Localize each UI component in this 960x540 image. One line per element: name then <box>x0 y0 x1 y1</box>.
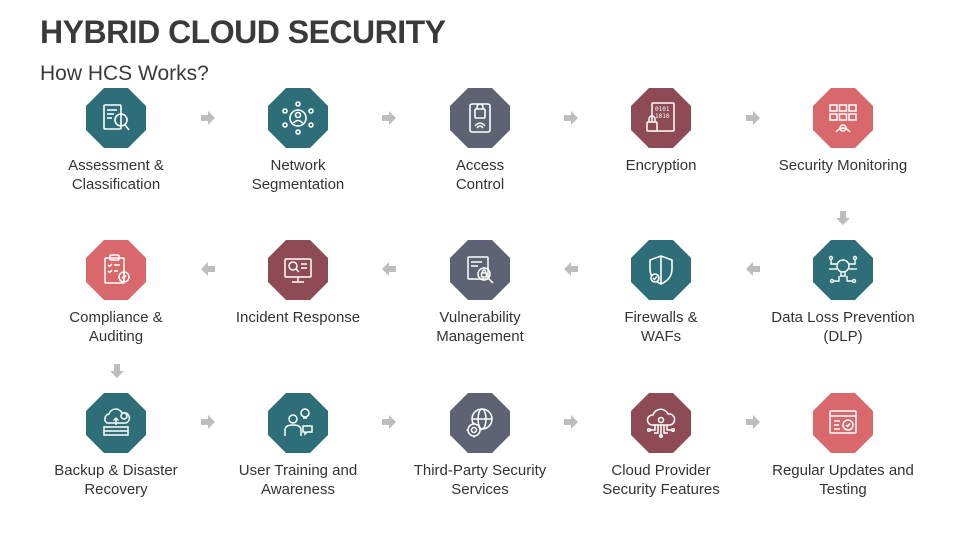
step-incident-response: Incident Response <box>213 240 383 327</box>
step-label: User Training and Awareness <box>238 462 358 498</box>
step-label: Access Control <box>455 157 505 193</box>
step-label: Regular Updates and Testing <box>772 462 914 498</box>
step-backup-disaster-recovery: Backup & Disaster Recovery <box>31 393 201 499</box>
step-label: Firewalls & WAFs <box>624 309 698 345</box>
step-security-monitoring: Security Monitoring <box>758 88 928 175</box>
step-label: Vulnerability Management <box>436 309 524 345</box>
arrow-right-icon <box>200 414 216 430</box>
step-user-training-awareness: User Training and Awareness <box>213 393 383 499</box>
cloud-backup-icon <box>86 393 146 453</box>
circuit-bulb-icon <box>813 240 873 300</box>
step-regular-updates-testing: Regular Updates and Testing <box>758 393 928 499</box>
step-firewalls-wafs: Firewalls & WAFs <box>576 240 746 346</box>
step-cloud-provider-security-features: Cloud Provider Security Features <box>576 393 746 499</box>
svg-text:1010: 1010 <box>655 113 670 120</box>
step-label: Incident Response <box>235 309 361 326</box>
step-assessment-classification: Assessment & Classification <box>31 88 201 194</box>
arrow-left-icon <box>200 261 216 277</box>
document-magnifier-icon <box>86 88 146 148</box>
step-label: Compliance & Auditing <box>69 309 163 345</box>
step-third-party-security-services: Third-Party Security Services <box>395 393 565 499</box>
step-compliance-auditing: Compliance & Auditing <box>31 240 201 346</box>
trainer-bulb-icon <box>268 393 328 453</box>
arrow-left-icon <box>745 261 761 277</box>
step-label: Cloud Provider Security Features <box>602 462 720 498</box>
arrow-right-icon <box>200 110 216 126</box>
step-label: Assessment & Classification <box>68 157 164 193</box>
step-label: Encryption <box>625 157 697 174</box>
arrow-right-icon <box>745 414 761 430</box>
shield-check-icon <box>631 240 691 300</box>
step-label: Security Monitoring <box>778 157 908 174</box>
arrow-right-icon <box>563 414 579 430</box>
step-access-control: Access Control <box>395 88 565 194</box>
monitor-alert-icon <box>268 240 328 300</box>
arrow-down-icon <box>835 210 851 226</box>
step-label: Backup & Disaster Recovery <box>54 462 178 498</box>
page-title: HYBRID CLOUD SECURITY <box>40 14 446 50</box>
arrow-left-icon <box>563 261 579 277</box>
arrow-right-icon <box>381 110 397 126</box>
page-subtitle: How HCS Works? <box>40 62 209 85</box>
svg-text:0101: 0101 <box>655 106 670 113</box>
step-label: Third-Party Security Services <box>413 462 547 498</box>
step-label: Network Segmentation <box>251 157 345 193</box>
browser-check-icon <box>813 393 873 453</box>
fingerprint-lock-icon <box>450 88 510 148</box>
arrow-right-icon <box>563 110 579 126</box>
arrow-right-icon <box>745 110 761 126</box>
step-label: Data Loss Prevention (DLP) <box>771 309 915 345</box>
arrow-left-icon <box>381 261 397 277</box>
step-vulnerability-management: Vulnerability Management <box>395 240 565 346</box>
cloud-circuit-icon <box>631 393 691 453</box>
globe-gear-icon <box>450 393 510 453</box>
screen-magnifier-icon <box>450 240 510 300</box>
arrow-down-icon <box>109 363 125 379</box>
step-data-loss-prevention: Data Loss Prevention (DLP) <box>758 240 928 346</box>
monitoring-grid-icon <box>813 88 873 148</box>
checklist-badge-icon <box>86 240 146 300</box>
arrow-right-icon <box>381 414 397 430</box>
network-user-icon <box>268 88 328 148</box>
step-network-segmentation: Network Segmentation <box>213 88 383 194</box>
